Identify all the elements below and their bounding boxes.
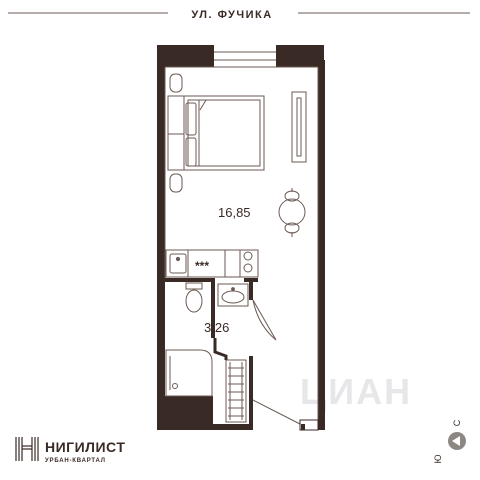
washbasin bbox=[217, 283, 249, 307]
bed-mattress bbox=[187, 99, 261, 167]
bed-blanket-fold bbox=[192, 99, 207, 111]
top-window bbox=[214, 51, 276, 61]
shower-tray bbox=[165, 349, 213, 397]
entry-door bbox=[252, 399, 319, 431]
stove-burner bbox=[243, 251, 253, 261]
hall-wardrobe bbox=[225, 359, 247, 423]
nightstand bbox=[167, 133, 185, 171]
street-header: УЛ. ФУЧИКА bbox=[8, 9, 470, 21]
dining-table bbox=[278, 188, 306, 237]
brand-subtitle: УРБАН-КВАРТАЛ bbox=[45, 458, 106, 464]
pillow bbox=[185, 102, 197, 136]
lamp bbox=[169, 73, 183, 93]
compass-south: Ю bbox=[433, 454, 443, 463]
toilet-bowl bbox=[185, 289, 203, 313]
street-label: УЛ. ФУЧИКА bbox=[191, 9, 272, 21]
lamp bbox=[169, 173, 183, 193]
bed bbox=[167, 73, 265, 193]
toilet-tank bbox=[185, 282, 203, 290]
compass-arrow-icon bbox=[452, 436, 460, 446]
bathroom bbox=[165, 282, 277, 397]
living-room-area: 16,85 bbox=[218, 205, 251, 220]
brand-logo: НИГИЛИСТ УРБАН-КВАРТАЛ bbox=[15, 437, 125, 464]
compass-north: С bbox=[452, 419, 462, 426]
wardrobe bbox=[291, 91, 307, 163]
hall-partition bbox=[213, 338, 228, 360]
logo-mark bbox=[15, 437, 39, 461]
nightstand bbox=[167, 95, 185, 135]
kitchen-counter bbox=[165, 249, 259, 278]
stove-label: *** bbox=[195, 259, 209, 273]
walls bbox=[157, 45, 325, 430]
pillow bbox=[185, 137, 197, 167]
compass: С Ю bbox=[433, 419, 466, 464]
kitchen bbox=[165, 249, 259, 278]
bathroom-area: 3,26 bbox=[204, 320, 229, 335]
stove-burner bbox=[243, 263, 253, 273]
inner-outline bbox=[164, 66, 319, 424]
watermark: ЦИАН bbox=[300, 371, 412, 412]
brand-name: НИГИЛИСТ bbox=[45, 439, 125, 455]
table-top bbox=[278, 198, 306, 226]
kitchen-sink bbox=[169, 253, 187, 274]
